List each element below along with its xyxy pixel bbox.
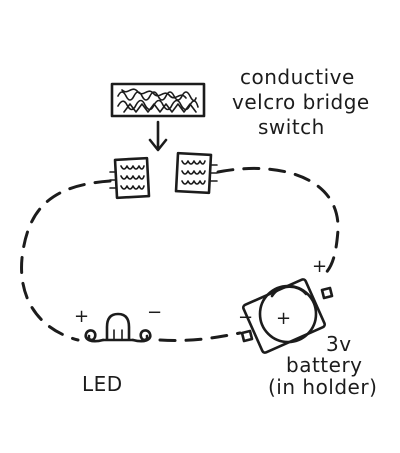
battery-negative-sign: − [238, 307, 253, 328]
thread-led-to-battery [158, 331, 242, 342]
velcro-pad-left-outline [113, 156, 151, 200]
velcro-loops-scribble [117, 88, 199, 113]
thread-right-pad-to-battery [216, 166, 340, 280]
led-legs [113, 329, 123, 341]
thread-left-pad-to-led [20, 179, 112, 342]
battery-cell-rim [270, 285, 308, 298]
velcro-pad-right-stitches [210, 164, 218, 182]
velcro-bridge-outline [110, 82, 206, 118]
led-label: LED [82, 372, 123, 396]
battery-positive-terminal [320, 286, 334, 300]
velcro-pad-right [174, 151, 218, 195]
led-negative-sign: − [147, 302, 162, 323]
switch-caption-line1: conductive [240, 65, 355, 89]
switch-caption-line2: velcro bridge [232, 90, 370, 114]
velcro-pad-left-texture [120, 165, 145, 190]
led-positive-sign: + [74, 306, 89, 327]
battery-caption-line3: (in holder) [268, 375, 377, 399]
battery-positive-sign: + [312, 256, 327, 277]
velcro-pad-right-outline [174, 151, 213, 195]
arrow-down-icon [148, 120, 168, 152]
battery-caption: 3v battery (in holder) [268, 332, 377, 399]
battery-negative-terminal [240, 329, 254, 343]
velcro-pad-left [109, 156, 151, 200]
battery-caption-line1: 3v [326, 332, 352, 356]
velcro-bridge-strip [110, 82, 206, 118]
led-body [105, 312, 131, 341]
battery-cell-positive-sign: + [276, 308, 291, 329]
battery-holder: + + − [238, 256, 334, 354]
led-negative-lead-coil [131, 329, 152, 343]
switch-caption: conductive velcro bridge switch [232, 65, 370, 139]
battery-caption-line2: battery [286, 353, 363, 377]
velcro-pad-right-texture [181, 160, 206, 185]
led-component: + − [74, 302, 162, 343]
led-positive-lead-coil [84, 329, 105, 343]
switch-caption-line3: switch [258, 115, 325, 139]
